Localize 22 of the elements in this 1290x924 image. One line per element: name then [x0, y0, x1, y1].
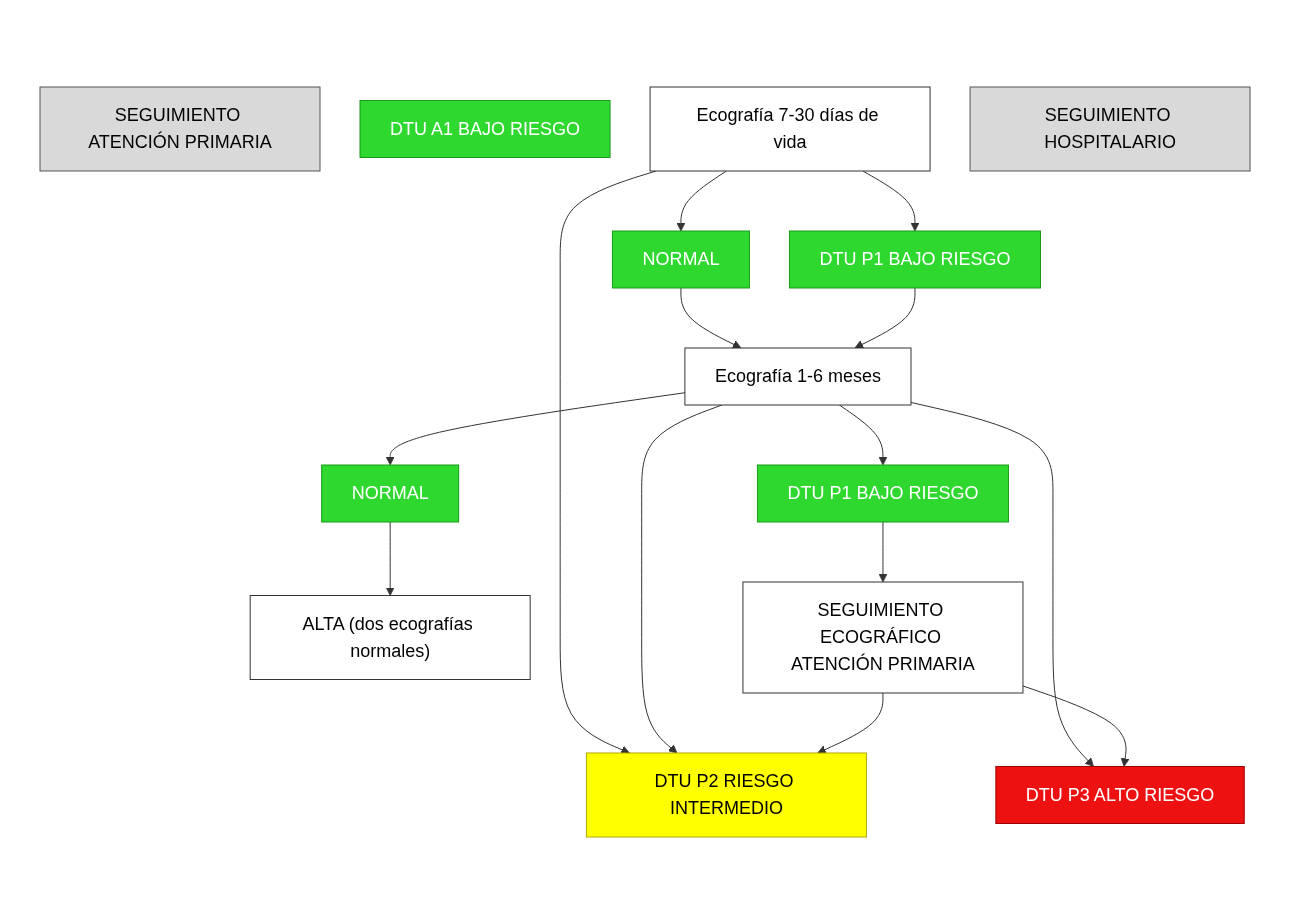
node-box: Ecografía 1-6 meses	[684, 347, 912, 406]
node-box: ALTA (dos ecografías normales)	[249, 595, 531, 680]
arrow	[385, 392, 686, 466]
node-box: DTU A1 BAJO RIESGO	[359, 100, 611, 158]
arrow	[817, 692, 884, 754]
node-box: DTU P3 ALTO RIESGO	[995, 766, 1245, 824]
arrow	[676, 170, 727, 232]
node-box: SEGUIMIENTO HOSPITALARIO	[969, 86, 1251, 172]
node-box: SEGUIMIENTO ECOGRÁFICO ATENCIÓN PRIMARIA	[742, 581, 1024, 694]
arrow	[385, 521, 395, 596]
node-box: Ecografía 7-30 días de vida	[649, 86, 931, 172]
arrow	[910, 401, 1094, 767]
arrow	[878, 521, 888, 583]
arrow	[680, 287, 742, 349]
arrow	[854, 287, 916, 349]
arrow	[1022, 685, 1130, 767]
node-box: DTU P1 BAJO RIESGO	[788, 230, 1041, 289]
node-box: NORMAL	[321, 464, 460, 523]
node-box: DTU P2 RIESGO INTERMEDIO	[585, 752, 867, 838]
node-box: NORMAL	[611, 230, 750, 289]
node-box: DTU P1 BAJO RIESGO	[756, 464, 1009, 523]
node-box: SEGUIMIENTO ATENCIÓN PRIMARIA	[39, 86, 321, 172]
